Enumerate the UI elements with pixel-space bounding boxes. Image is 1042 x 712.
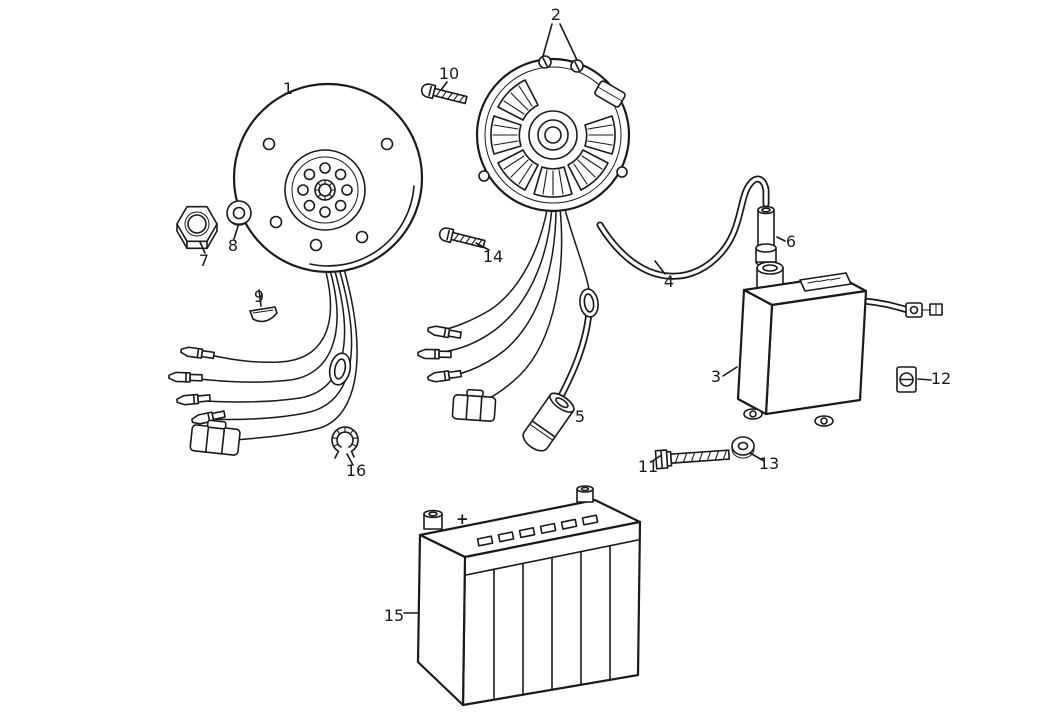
callout-label-9: 9	[254, 287, 264, 306]
callout-label-11: 11	[638, 457, 658, 476]
spade-terminal	[175, 392, 212, 407]
washer-8	[226, 200, 252, 226]
callout-label-15: 15	[384, 606, 404, 625]
callout-label-16: 16	[346, 461, 366, 480]
screw-14	[437, 225, 487, 252]
cable-boot	[755, 205, 777, 267]
callout-label-14: 14	[483, 247, 503, 266]
spark-plug-cap	[522, 392, 575, 452]
stator-wiring-harness	[417, 204, 599, 422]
stator-cdi-cable	[596, 175, 770, 280]
cable-grommet	[579, 288, 599, 318]
pickup-coil	[594, 80, 626, 108]
callout-label-1: 1	[283, 79, 293, 98]
callout-labels: 1 2 3 4 5 6 7 8 9 10 11 12 13 14 15 16	[199, 5, 951, 625]
battery-plus-marker: +	[456, 510, 469, 528]
terminal-plate	[896, 366, 917, 393]
callout-label-4: 4	[664, 272, 674, 291]
bolt-11	[654, 449, 731, 470]
callout-label-8: 8	[228, 236, 238, 255]
cable-grommet	[328, 352, 352, 386]
woodruff-key	[249, 306, 278, 323]
callout-label-2: 2	[551, 5, 561, 24]
battery-filler-caps	[476, 514, 599, 547]
battery: +	[416, 485, 642, 707]
spade-terminal	[168, 371, 203, 384]
multi-pin-connector	[451, 388, 497, 422]
cable-clamp	[331, 426, 359, 459]
callout-label-7: 7	[199, 251, 209, 270]
callout-label-13: 13	[759, 454, 779, 473]
washer-13	[731, 436, 755, 459]
flywheel-rotor	[232, 82, 424, 274]
multi-pin-connector	[189, 419, 241, 456]
spade-terminal	[417, 348, 452, 360]
battery-terminal-negative	[576, 485, 594, 503]
callout-label-10: 10	[439, 64, 459, 83]
spade-terminal	[426, 324, 463, 341]
battery-terminal-positive	[423, 509, 443, 530]
stator-plate-assembly	[475, 55, 631, 213]
leader-lines	[199, 23, 932, 614]
spade-terminal	[426, 368, 463, 384]
flywheel-wiring-harness	[168, 261, 358, 456]
callout-label-12: 12	[931, 369, 951, 388]
spade-terminal	[179, 345, 216, 361]
cdi-unit	[736, 261, 943, 427]
callout-label-6: 6	[786, 232, 796, 251]
callout-label-5: 5	[575, 407, 585, 426]
hex-nut	[176, 205, 218, 250]
callout-label-3: 3	[711, 367, 721, 386]
